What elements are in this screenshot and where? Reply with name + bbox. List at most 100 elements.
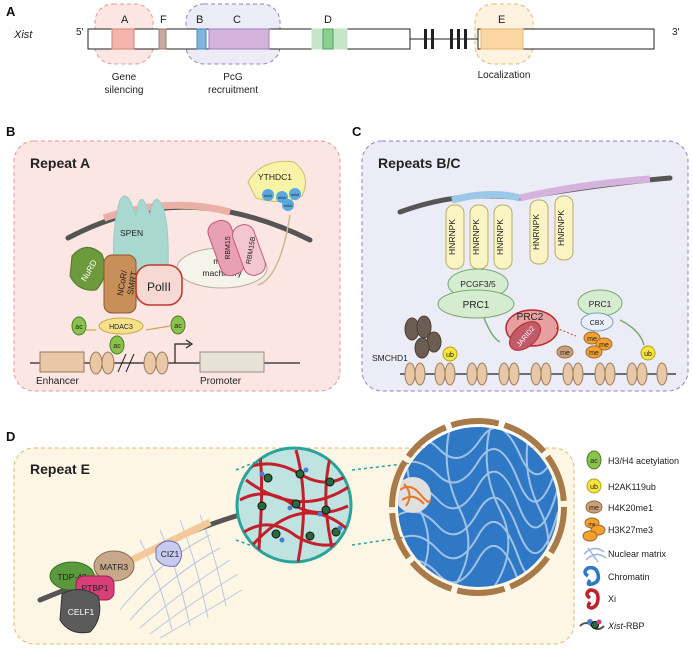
hnrnpk-label-5: HNRNPK (556, 210, 566, 246)
localization-label: Localization (478, 70, 531, 81)
xist-gene-label: Xist (13, 29, 33, 41)
pcg-label-2: recruitment (208, 85, 258, 96)
panel-d-title: Repeat E (30, 461, 90, 477)
m6a-mark-3-label: m6A (291, 192, 300, 197)
rbm15b-label: RBM15B (246, 236, 258, 265)
legend-item-h3k27me3: H3K27me3 (608, 525, 653, 535)
m6a-mark-1-label: m6A (264, 193, 273, 198)
cbx-label: CBX (590, 320, 605, 327)
hnrnpk-label-4: HNRNPK (531, 214, 541, 250)
legend-badge-ub: ub (590, 484, 598, 491)
m6a-machinery-label-2: machinery (202, 268, 242, 278)
legend-item-acetylation: H3/H4 acetylation (608, 456, 679, 466)
m6a-mark-4-label: m6A (284, 203, 293, 208)
legend-matrix-icon (583, 547, 607, 563)
hdac3-label: HDAC3 (109, 324, 133, 331)
m6a-mark-2-label: m6A (278, 195, 287, 200)
ncor-label-1: NCoR/ (115, 269, 129, 296)
legend-xist-rbp-icon (579, 619, 605, 630)
celf1-label: CELF1 (68, 607, 95, 617)
dna-break (117, 353, 135, 373)
repeat-e-box (480, 28, 524, 50)
repeat-f-box (158, 28, 167, 50)
ac-label-1: ac (75, 324, 83, 331)
smchd1-complex (404, 315, 442, 359)
repeat-c-segment (519, 175, 651, 202)
repeat-c-box (208, 28, 270, 50)
me-label-2: me (587, 336, 597, 343)
m6a-arrow (257, 214, 291, 286)
cbx-protein (580, 312, 614, 332)
prc1-complex-1 (437, 289, 515, 319)
gene-silencing-label-2: silencing (105, 85, 144, 96)
legend-xist-suffix: -RBP (623, 621, 645, 631)
ciz1-protein (155, 540, 182, 567)
hnrnpk-label-2: HNRNPK (471, 219, 481, 255)
intron-exons (424, 29, 467, 49)
three-prime-label: 3' (672, 27, 680, 38)
xi-territory-zoom (239, 449, 351, 562)
ub-label-2: ub (644, 351, 652, 358)
me-label-1: me (560, 350, 570, 357)
prc1-label-2: PRC1 (589, 299, 612, 309)
repeat-a-label: A (121, 14, 129, 26)
panel-b: B Repeat A SPEN m6A machinery RBM15 RBM1… (6, 124, 341, 392)
ac-label-3: ac (174, 323, 182, 330)
jarid2-protein (509, 321, 541, 351)
ub-label-1: ub (446, 352, 454, 359)
repeat-b-label: B (196, 14, 203, 26)
me-label-4: me (589, 350, 599, 357)
legend-item-h2ak119ub: H2AK119ub (608, 482, 656, 492)
panel-c: C Repeats B/C HNRNPK HNRNPK HNRNPK HNRNP… (352, 124, 689, 392)
legend-item-chromatin: Chromatin (608, 572, 650, 582)
legend-item-h4k20me1: H4K20me1 (608, 503, 653, 513)
hdac3-arrows (86, 325, 171, 331)
pcg-label-1: PcG (223, 72, 243, 83)
legend-item-xist-rbp: Xist-RBP (607, 621, 645, 631)
legend-h3k27-icon (582, 517, 606, 542)
repeat-c-label: C (233, 14, 241, 26)
repeat-e-label: E (498, 14, 505, 26)
celf1-protein (59, 589, 101, 634)
repeat-b-box (196, 28, 207, 50)
panel-c-title: Repeats B/C (378, 155, 460, 171)
me-label-3: me (599, 342, 609, 349)
smchd1-label: SMCHD1 (372, 353, 408, 363)
tdp43-label: TDP-43 (57, 572, 87, 582)
panel-d-letter: D (6, 429, 15, 444)
prc1-label-1: PRC1 (463, 300, 490, 311)
ciz1-label: CIZ1 (161, 549, 180, 559)
gene-silencing-label-1: Gene (112, 72, 137, 83)
panel-a: A Xist 5' 3' A F B C D E Gene silencing (6, 3, 680, 96)
legend-item-xi: Xi (608, 594, 616, 604)
pcgf-label: PCGF3/5 (460, 279, 496, 289)
legend-chromatin-icon (583, 565, 601, 587)
repeat-f-label: F (160, 14, 167, 26)
hnrnpk-label-3: HNRNPK (495, 219, 505, 255)
matr3-protein (93, 550, 135, 582)
matr3-label: MATR3 (100, 562, 128, 572)
five-prime-label: 5' (76, 27, 84, 38)
panel-a-letter: A (6, 4, 16, 19)
panel-c-nucleosomes (404, 362, 668, 386)
hdac3-enzyme (98, 317, 144, 335)
promoter-box (199, 351, 265, 373)
ac-label-2: ac (113, 343, 121, 350)
ptbp1-label: PTBP1 (82, 583, 109, 593)
panel-b-nucleosomes (89, 351, 169, 375)
hnrnpk-proteins (445, 195, 574, 270)
nuclear-matrix-mesh (119, 514, 243, 639)
repeat-d-label: D (324, 14, 332, 26)
legend-badge-ac: ac (590, 458, 598, 465)
legend-ac-icon (586, 450, 602, 470)
enhancer-box (39, 351, 85, 373)
ythdc1-label: YTHDC1 (258, 172, 292, 182)
legend-ub-icon (586, 478, 602, 494)
repeat-a-box (111, 28, 135, 50)
legend-xist-italic: Xist (607, 621, 624, 631)
legend: ac H3/H4 acetylation ub H2AK119ub me H4K… (579, 450, 679, 631)
legend-badge-h4k20: me (589, 505, 599, 512)
hnrnpk-label-1: HNRNPK (447, 219, 457, 255)
tss-arrow (174, 343, 190, 363)
polii-enzyme (135, 264, 183, 306)
